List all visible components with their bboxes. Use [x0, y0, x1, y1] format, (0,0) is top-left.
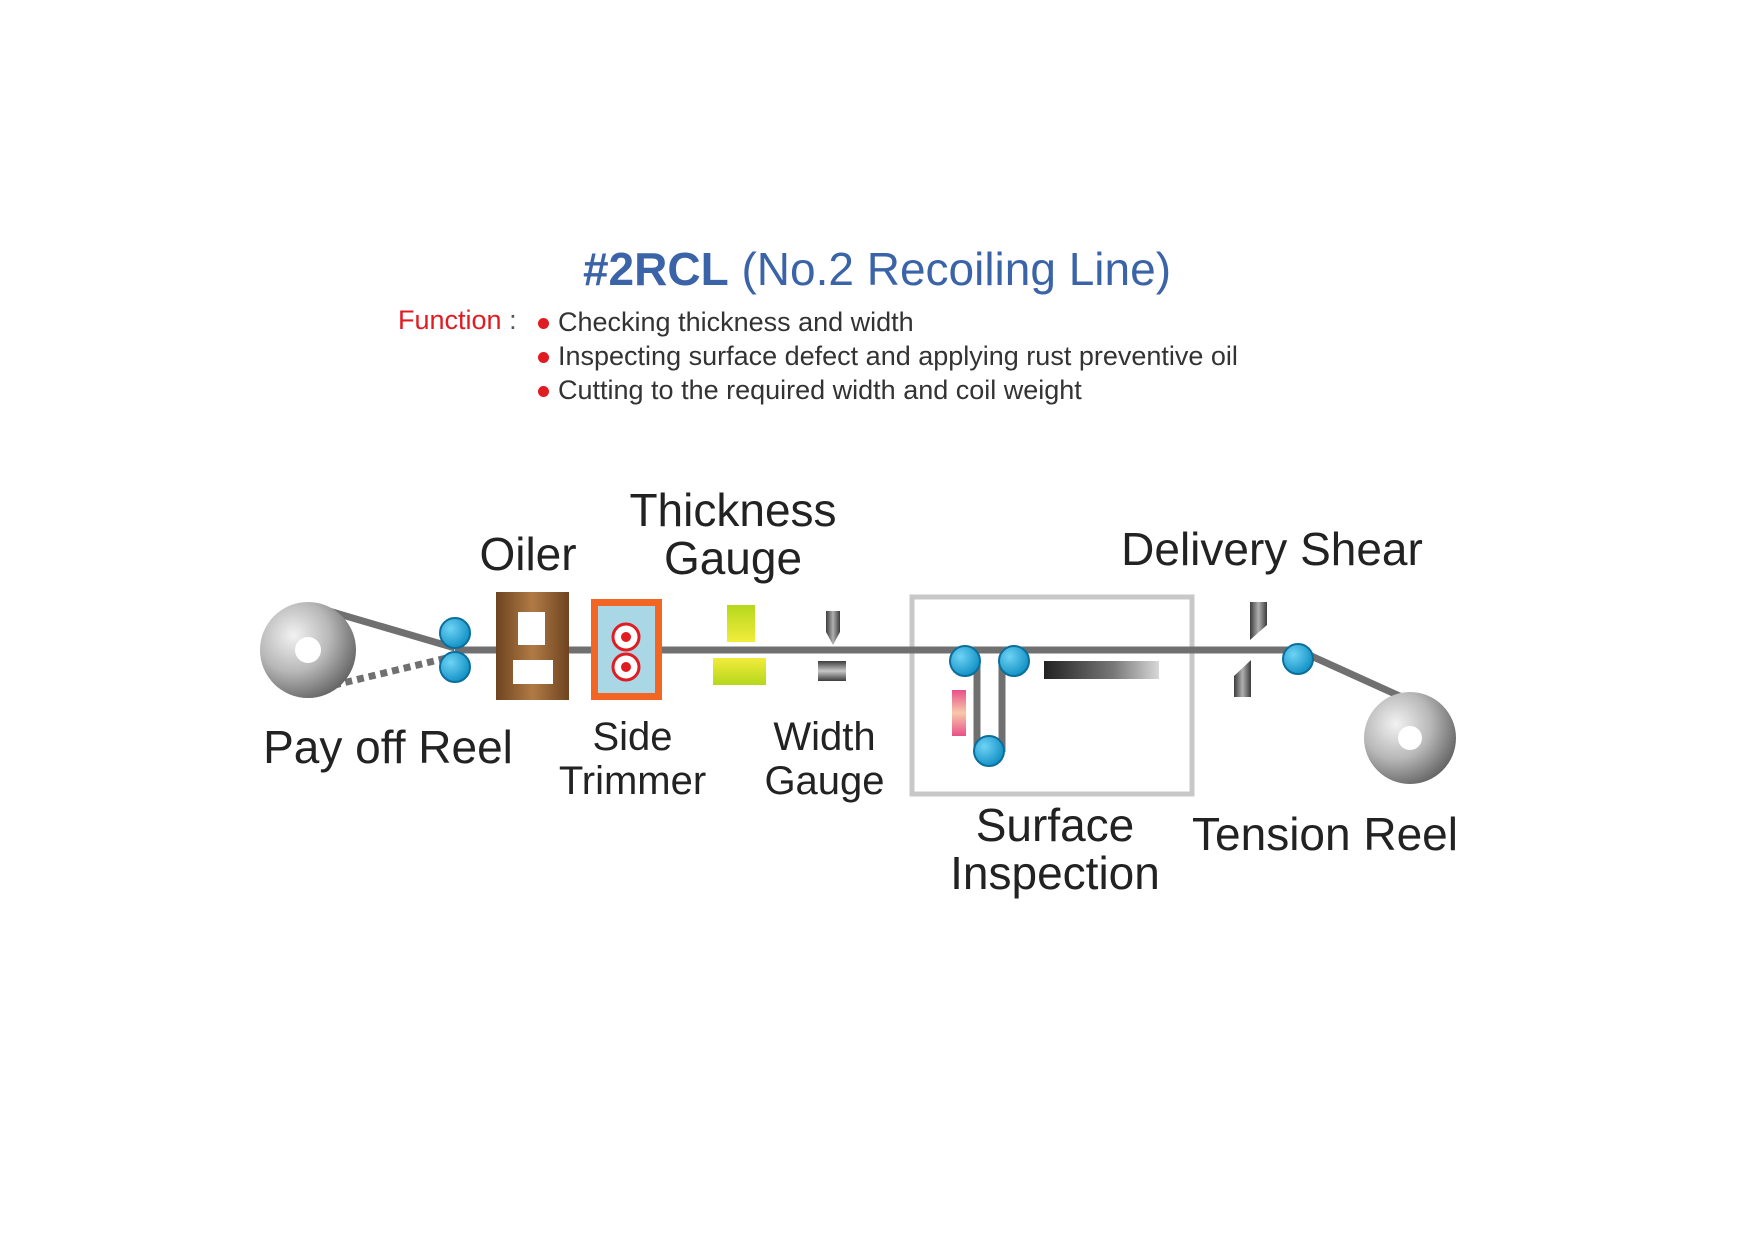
function-item: Cutting to the required width and coil w…: [538, 373, 1238, 407]
oiler-icon: [496, 592, 569, 700]
label-oiler: Oiler: [479, 528, 577, 580]
title-code: #2RCL: [582, 243, 729, 295]
function-list: Checking thickness and width Inspecting …: [538, 305, 1238, 407]
thickness-gauge-icon: [713, 605, 766, 685]
function-label: Function :: [398, 305, 517, 336]
strip: [321, 605, 1417, 752]
label-thickness-gauge-line: Thickness: [629, 484, 837, 536]
pinch-roll-icon: [439, 617, 471, 683]
label-surface-inspection: Surface Inspection: [930, 801, 1180, 897]
bullet-icon: [538, 318, 549, 329]
side-trimmer-icon: [591, 599, 662, 700]
function-colon: :: [509, 305, 517, 335]
function-item-text: Checking thickness and width: [558, 307, 914, 337]
label-surface-inspection-line: Surface: [975, 799, 1135, 851]
label-width-gauge-line: Gauge: [764, 759, 885, 803]
label-thickness-gauge: Thickness Gauge: [618, 486, 848, 582]
width-gauge-icon: [818, 611, 846, 681]
function-item: Inspecting surface defect and applying r…: [538, 339, 1238, 373]
label-width-gauge: Width Gauge: [752, 715, 897, 803]
pay-off-reel-icon: [260, 602, 356, 698]
bullet-icon: [538, 386, 549, 397]
label-side-trimmer-line: Side: [592, 715, 673, 759]
strip-segment: [1296, 646, 1417, 707]
strip-segment: [321, 605, 456, 652]
label-surface-inspection-line: Inspection: [950, 847, 1160, 899]
title-name: (No.2 Recoiling Line): [741, 243, 1172, 295]
label-delivery-shear: Delivery Shear: [1121, 523, 1423, 575]
label-side-trimmer-line: Trimmer: [558, 759, 707, 803]
bullet-icon: [538, 352, 549, 363]
label-thickness-gauge-line: Gauge: [663, 532, 803, 584]
function-label-text: Function: [398, 305, 502, 335]
label-side-trimmer: Side Trimmer: [550, 715, 715, 803]
label-pay-off-reel: Pay off Reel: [263, 721, 513, 773]
surface-inspection-box: [909, 594, 1195, 797]
function-item: Checking thickness and width: [538, 305, 1238, 339]
function-item-text: Cutting to the required width and coil w…: [558, 375, 1082, 405]
label-tension-reel: Tension Reel: [1192, 808, 1458, 860]
function-item-text: Inspecting surface defect and applying r…: [558, 341, 1238, 371]
strip-dotted-segment: [321, 652, 456, 692]
surface-inspection-equipment: [949, 645, 1159, 767]
label-width-gauge-line: Width: [773, 715, 876, 759]
delivery-shear-icon: [1234, 602, 1267, 697]
page-title: #2RCL (No.2 Recoiling Line): [0, 242, 1754, 296]
deflector-roll-icon: [1282, 643, 1314, 675]
tension-reel-icon: [1364, 692, 1456, 784]
